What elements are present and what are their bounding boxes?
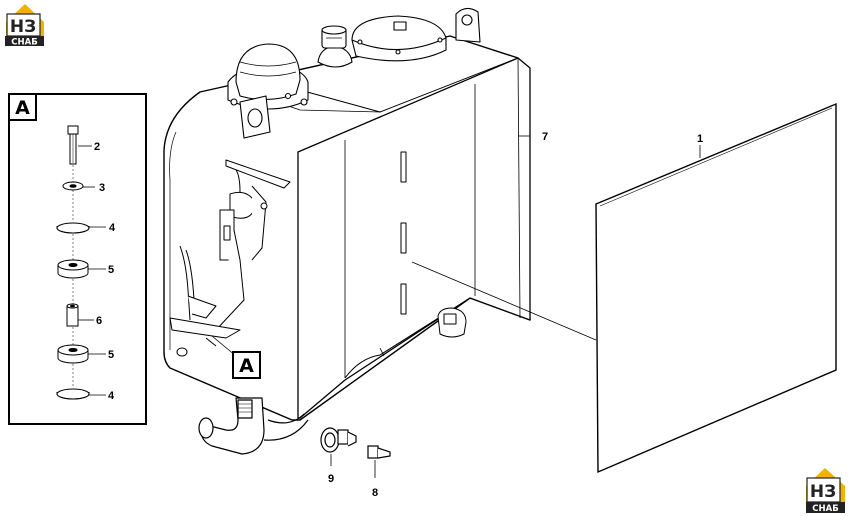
detail-view-label: A (15, 97, 30, 119)
detail-label-6: 6 (96, 315, 102, 327)
cover-plate (351, 15, 447, 62)
filler-cap (227, 43, 309, 110)
detail-rubber-top (57, 259, 89, 279)
drain-elbow (198, 397, 309, 455)
sight-gauge (215, 159, 291, 331)
detail-spacer (66, 303, 79, 327)
logo-top-line2: СНАБ (11, 38, 37, 48)
hydraulic-tank (163, 7, 531, 455)
breather (317, 25, 353, 68)
logo-top-left: НЗ СНАБ (5, 4, 44, 48)
part-label-9: 9 (328, 473, 334, 485)
detail-label-3: 3 (99, 182, 105, 194)
logo-bottom-line2: СНАБ (812, 504, 838, 514)
detail-washer (62, 181, 84, 191)
fitting-8 (367, 445, 391, 459)
detail-label-4-top: 4 (109, 222, 116, 234)
bottom-mount (437, 307, 467, 338)
detail-disc-top (56, 222, 90, 234)
detail-label-4-bottom: 4 (108, 390, 115, 402)
lifting-eye-right (455, 7, 481, 43)
panel-guide-line (411, 261, 597, 341)
detail-disc-bottom (56, 388, 90, 400)
detail-bolt (67, 125, 79, 165)
part-label-8: 8 (372, 487, 378, 499)
logo-bottom-right: НЗ СНАБ (806, 468, 845, 514)
logo-top-line1: НЗ (10, 17, 36, 37)
part-label-1: 1 (697, 133, 703, 145)
detail-rubber-bottom (57, 344, 89, 364)
detail-label-5-bottom: 5 (108, 349, 114, 361)
mounting-bracket (169, 245, 241, 357)
callout-a: A (211, 335, 261, 379)
insulation-panel (595, 102, 837, 474)
lifting-eye-left (239, 95, 271, 139)
callout-a-label: A (239, 355, 254, 377)
fitting-9 (320, 427, 357, 453)
logo-bottom-line1: НЗ (810, 482, 836, 502)
detail-view-a: A (8, 93, 147, 425)
detail-label-2: 2 (94, 141, 100, 153)
part-label-7: 7 (542, 131, 548, 143)
detail-label-5-top: 5 (108, 264, 114, 276)
